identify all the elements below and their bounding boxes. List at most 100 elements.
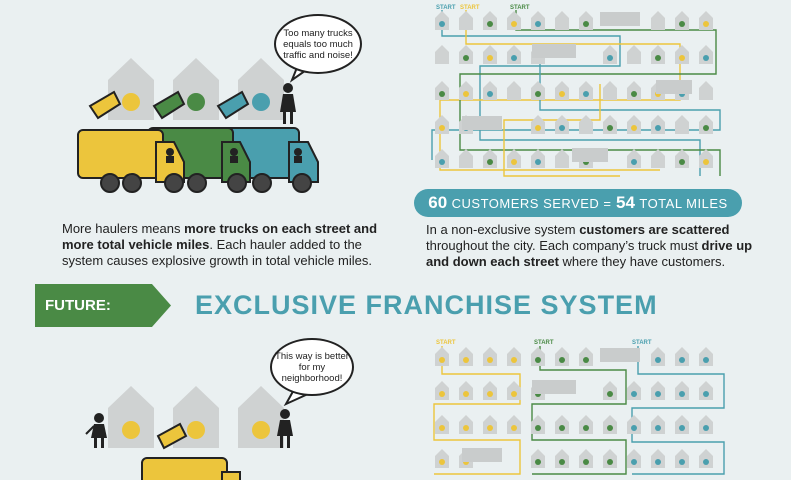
customers-served-badge: 60 CUSTOMERS SERVED = 54 TOTAL MILES <box>414 189 742 217</box>
route-line <box>531 346 627 475</box>
start-label: START <box>436 5 456 11</box>
customer-dot <box>559 357 565 363</box>
customer-dot <box>511 391 517 397</box>
house-icon <box>699 45 713 64</box>
house-icon <box>238 386 284 448</box>
house-icon <box>459 415 473 434</box>
house-icon <box>435 81 449 100</box>
house-icon <box>699 149 713 168</box>
house-icon <box>483 415 497 434</box>
non-exclusive-route-map: START START START <box>431 5 721 177</box>
customer-dot <box>583 459 589 465</box>
customer-dot <box>487 391 493 397</box>
customer-dot <box>679 159 685 165</box>
route-line <box>441 10 701 176</box>
top-right-description: In a non-exclusive system customers are … <box>426 222 753 269</box>
future-tag-text: FUTURE: <box>45 297 111 314</box>
house-icon <box>579 81 593 100</box>
customer-dot <box>535 425 541 431</box>
customer-dot <box>487 425 493 431</box>
exclusive-illustration <box>85 384 311 480</box>
house-icon <box>483 81 497 100</box>
customer-dot <box>559 425 565 431</box>
house-icon <box>603 415 617 434</box>
house-icon <box>699 115 713 134</box>
house-icon <box>651 11 665 30</box>
customer-dot <box>703 357 709 363</box>
customers-count: 60 <box>428 193 448 212</box>
customer-dot <box>487 159 493 165</box>
house-icon <box>651 115 665 134</box>
customer-dot <box>439 159 445 165</box>
building-block <box>656 80 692 94</box>
customer-dot <box>703 55 709 61</box>
start-label: START <box>460 5 480 11</box>
teal-truck-icon <box>213 90 319 193</box>
person-icon <box>85 413 107 448</box>
customer-dot <box>559 125 565 131</box>
customer-dot <box>607 459 613 465</box>
route-line <box>459 10 721 176</box>
house-icon <box>555 449 569 468</box>
building-block <box>462 448 502 462</box>
house-icon <box>507 415 521 434</box>
house-icon <box>603 81 617 100</box>
house-icon <box>603 381 617 400</box>
house-icon <box>675 11 689 30</box>
speech-bubble-text: This way is better for my neighborhood! <box>275 350 349 384</box>
customer-dot <box>679 459 685 465</box>
house-icon <box>675 115 689 134</box>
house-icon <box>675 415 689 434</box>
customer-dot <box>487 21 493 27</box>
customer-dot <box>511 425 517 431</box>
customer-dot <box>487 55 493 61</box>
customers-label: CUSTOMERS SERVED = <box>451 195 612 211</box>
person-icon <box>277 409 293 448</box>
house-icon <box>555 149 569 168</box>
house-icon <box>651 415 665 434</box>
customer-dot <box>631 391 637 397</box>
customer-dot <box>439 357 445 363</box>
customer-dot <box>655 357 661 363</box>
customer-dot <box>655 391 661 397</box>
section-title: EXCLUSIVE FRANCHISE SYSTEM <box>195 290 658 320</box>
house-icon <box>531 347 545 366</box>
house-icon <box>108 386 154 448</box>
house-icon <box>531 11 545 30</box>
house-icon <box>579 449 593 468</box>
customer-dot <box>535 91 541 97</box>
house-icon <box>173 58 219 120</box>
customer-dot <box>487 357 493 363</box>
house-icon <box>555 11 569 30</box>
customer-dot <box>655 55 661 61</box>
house-icon <box>531 81 545 100</box>
customer-dot <box>679 21 685 27</box>
miles-label: TOTAL MILES <box>639 195 728 211</box>
house-icon <box>579 415 593 434</box>
customer-dot <box>631 425 637 431</box>
customer-dot <box>487 91 493 97</box>
house-icon <box>435 11 449 30</box>
house-icon <box>699 347 713 366</box>
house-icon <box>651 149 665 168</box>
house-icon <box>459 149 473 168</box>
house-icon <box>483 11 497 30</box>
start-label: START <box>510 5 530 11</box>
customer-dot <box>631 125 637 131</box>
house-icon <box>459 347 473 366</box>
customer-dot <box>463 55 469 61</box>
house-icon <box>675 381 689 400</box>
building-block <box>532 44 576 58</box>
house-icon <box>483 381 497 400</box>
top-left-description: More haulers means more trucks on each s… <box>62 221 378 268</box>
house-icon <box>675 45 689 64</box>
customer-dot <box>607 425 613 431</box>
customer-dot <box>655 125 661 131</box>
house-icon <box>531 449 545 468</box>
customer-dot <box>511 21 517 27</box>
customer-dot <box>679 425 685 431</box>
house-icon <box>699 81 713 100</box>
house-icon <box>435 449 449 468</box>
house-icon <box>651 45 665 64</box>
house-icon <box>483 347 497 366</box>
